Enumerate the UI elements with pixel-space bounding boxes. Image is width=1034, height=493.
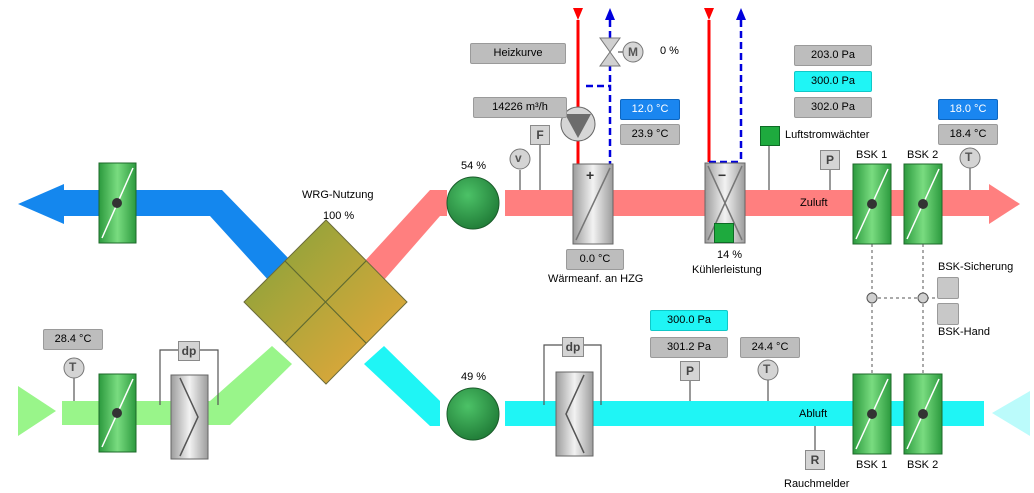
pressure-sensor-extract-icon: P [680, 361, 700, 381]
abluft-pressure-actual: 301.2 Pa [650, 337, 728, 358]
bsk-hand-button[interactable] [937, 303, 959, 325]
heater-coil: + [560, 8, 625, 245]
temp-letter-zuluft: T [965, 150, 973, 164]
bsk2-bottom-label: BSK 2 [907, 459, 939, 471]
svg-text:+: + [586, 167, 594, 183]
cooler-coil: − [704, 8, 746, 244]
fan-supply-percent: 54 % [461, 160, 487, 172]
pressure-sensor-supply-icon: P [820, 150, 840, 170]
temp-letter-outdoor: T [69, 360, 77, 374]
wrg-percent: 100 % [323, 210, 355, 222]
outdoor-temp-value: 28.4 °C [43, 329, 103, 350]
bsk-sicherung-button[interactable] [937, 277, 959, 299]
filter-outdoor [170, 374, 209, 460]
outdoor-duct [18, 346, 292, 436]
bsk-sicherung-label: BSK-Sicherung [938, 261, 1014, 273]
sensor-temp-outdoor [63, 357, 85, 379]
zuluft-temp-actual: 18.4 °C [938, 124, 998, 145]
dp-outdoor-icon: dp [178, 341, 200, 361]
zuluft-label: Zuluft [800, 197, 828, 209]
bsk1-bottom-label: BSK 1 [856, 459, 888, 471]
abluft-pressure-setpoint[interactable]: 300.0 Pa [650, 310, 728, 331]
wrg-title: WRG-Nutzung [302, 189, 374, 201]
cooler-percent: 14 % [717, 249, 743, 261]
abluft-label: Abluft [799, 408, 828, 420]
airflow-monitor-led [760, 126, 780, 146]
pressure-value-2: 302.0 Pa [794, 97, 872, 118]
heizkurve-button[interactable]: Heizkurve [470, 43, 566, 64]
bsk2-top-label: BSK 2 [907, 149, 939, 161]
sensor-stems [73, 144, 971, 450]
dp-extract-icon: dp [562, 337, 584, 357]
zuluft-temp-setpoint[interactable]: 18.0 °C [938, 99, 998, 120]
heat-recovery-unit [243, 219, 408, 385]
fan-supply[interactable] [446, 176, 500, 230]
svg-text:−: − [718, 167, 726, 183]
filter-sensor-icon: F [530, 125, 550, 145]
damper-outdoor[interactable] [98, 373, 137, 453]
temp-letter-abluft: T [763, 362, 771, 376]
bsk1-extract[interactable] [852, 373, 892, 455]
bsk-linkage [866, 244, 938, 374]
smoke-detector-icon: R [805, 450, 825, 470]
cooler-label: Kühlerleistung [692, 264, 762, 276]
bsk-hand-label: BSK-Hand [938, 326, 990, 338]
velocity-letter: v [515, 151, 522, 165]
bsk1-top-label: BSK 1 [856, 149, 888, 161]
sensor-velocity [509, 148, 531, 170]
heater-temp-value: 0.0 °C [566, 249, 624, 270]
filter-extract [555, 371, 594, 457]
supply-temp-setpoint[interactable]: 12.0 °C [620, 99, 680, 120]
exhaust-duct [18, 184, 292, 282]
pressure-value-1: 203.0 Pa [794, 45, 872, 66]
fan-extract[interactable] [446, 387, 500, 441]
rauchmelder-label: Rauchmelder [784, 478, 850, 490]
airflow-value: 14226 m³/h [473, 97, 567, 118]
bsk2-extract[interactable] [903, 373, 943, 455]
sensor-temp-zuluft [959, 147, 981, 169]
bsk1-supply[interactable] [852, 163, 892, 245]
abluft-temp-value: 24.4 °C [740, 337, 800, 358]
fan-extract-percent: 49 % [461, 371, 487, 383]
sensor-temp-abluft [757, 359, 779, 381]
luftstrom-label: Luftstromwächter [785, 129, 870, 141]
damper-exhaust[interactable] [98, 162, 137, 244]
motor-letter: M [628, 45, 638, 59]
supply-temp-actual: 23.9 °C [620, 124, 680, 145]
cooler-status-led [714, 223, 734, 243]
pressure-setpoint[interactable]: 300.0 Pa [794, 71, 872, 92]
valve-actuator[interactable] [622, 41, 644, 63]
bsk2-supply[interactable] [903, 163, 943, 245]
valve-percent: 0 % [660, 45, 679, 57]
heater-label: Wärmeanf. an HZG [548, 273, 644, 285]
